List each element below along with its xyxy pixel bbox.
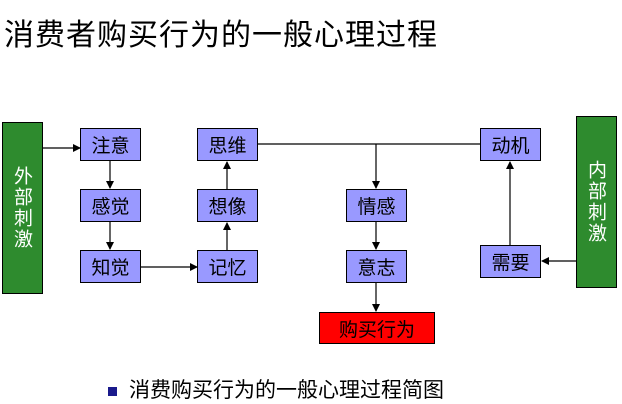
- node-will: 意志: [346, 250, 407, 283]
- node-need: 需要: [480, 245, 541, 278]
- caption-text: 消费购买行为的一般心理过程简图: [129, 378, 444, 402]
- diagram-caption: 消费购买行为的一般心理过程简图: [108, 374, 444, 404]
- node-thinking: 思维: [197, 128, 258, 161]
- diagram-title: 消费者购买行为的一般心理过程: [4, 18, 438, 53]
- purchase-behavior-box: 购买行为: [319, 312, 435, 344]
- node-memory: 记忆: [197, 250, 258, 283]
- node-emotion: 情感: [346, 189, 407, 222]
- node-attention: 注意: [80, 128, 141, 161]
- node-sensation: 感觉: [80, 189, 141, 222]
- node-imagination: 想像: [197, 189, 258, 222]
- node-perception: 知觉: [80, 250, 141, 283]
- external-stimulus-box: 外部刺激: [2, 122, 43, 294]
- internal-stimulus-box: 内部刺激: [576, 116, 617, 288]
- bullet-icon: [108, 386, 117, 396]
- node-motive: 动机: [480, 128, 541, 161]
